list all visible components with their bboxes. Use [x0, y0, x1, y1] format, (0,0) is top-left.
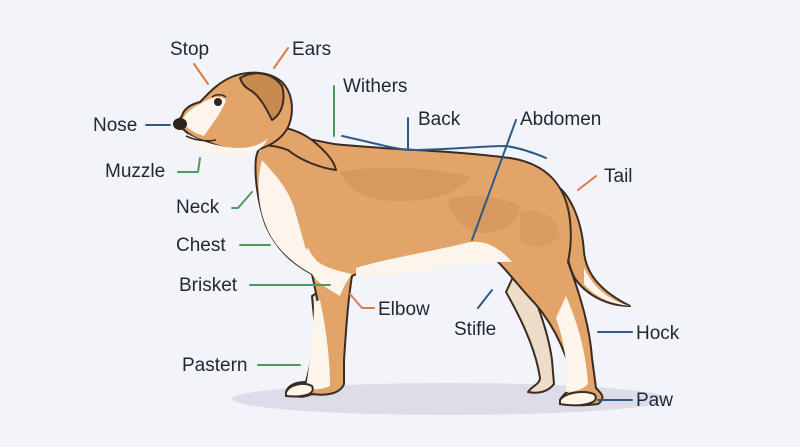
label-stifle: Stifle: [454, 319, 497, 340]
far-hind-leg: [505, 261, 555, 394]
label-chest: Chest: [176, 235, 226, 256]
leader-muzzle: [177, 157, 201, 173]
label-elbow: Elbow: [378, 299, 430, 320]
leader-tail: [577, 175, 597, 191]
label-tail: Tail: [604, 166, 633, 187]
label-stop: Stop: [170, 39, 210, 60]
label-pastern: Pastern: [182, 355, 248, 376]
label-muzzle: Muzzle: [105, 161, 166, 182]
label-hock: Hock: [636, 323, 680, 344]
ground-shadow: [232, 383, 668, 415]
dog-ear: [239, 72, 285, 121]
leader-stifle: [477, 289, 493, 309]
dog-eye: [214, 98, 222, 106]
label-brisket: Brisket: [179, 275, 238, 296]
white-chest-marking: [258, 160, 352, 296]
leader-elbow: [349, 293, 375, 309]
label-ears: Ears: [292, 39, 332, 60]
label-paw: Paw: [636, 390, 673, 411]
leader-abdomen: [471, 119, 517, 241]
label-nose: Nose: [93, 115, 138, 136]
label-withers: Withers: [343, 76, 408, 97]
dog-nose: [173, 118, 187, 130]
label-neck: Neck: [176, 197, 220, 218]
label-back: Back: [418, 109, 461, 130]
leader-ears: [273, 47, 289, 69]
label-abdomen: Abdomen: [520, 109, 602, 130]
leader-stop: [193, 63, 209, 85]
leader-neck: [231, 191, 253, 209]
